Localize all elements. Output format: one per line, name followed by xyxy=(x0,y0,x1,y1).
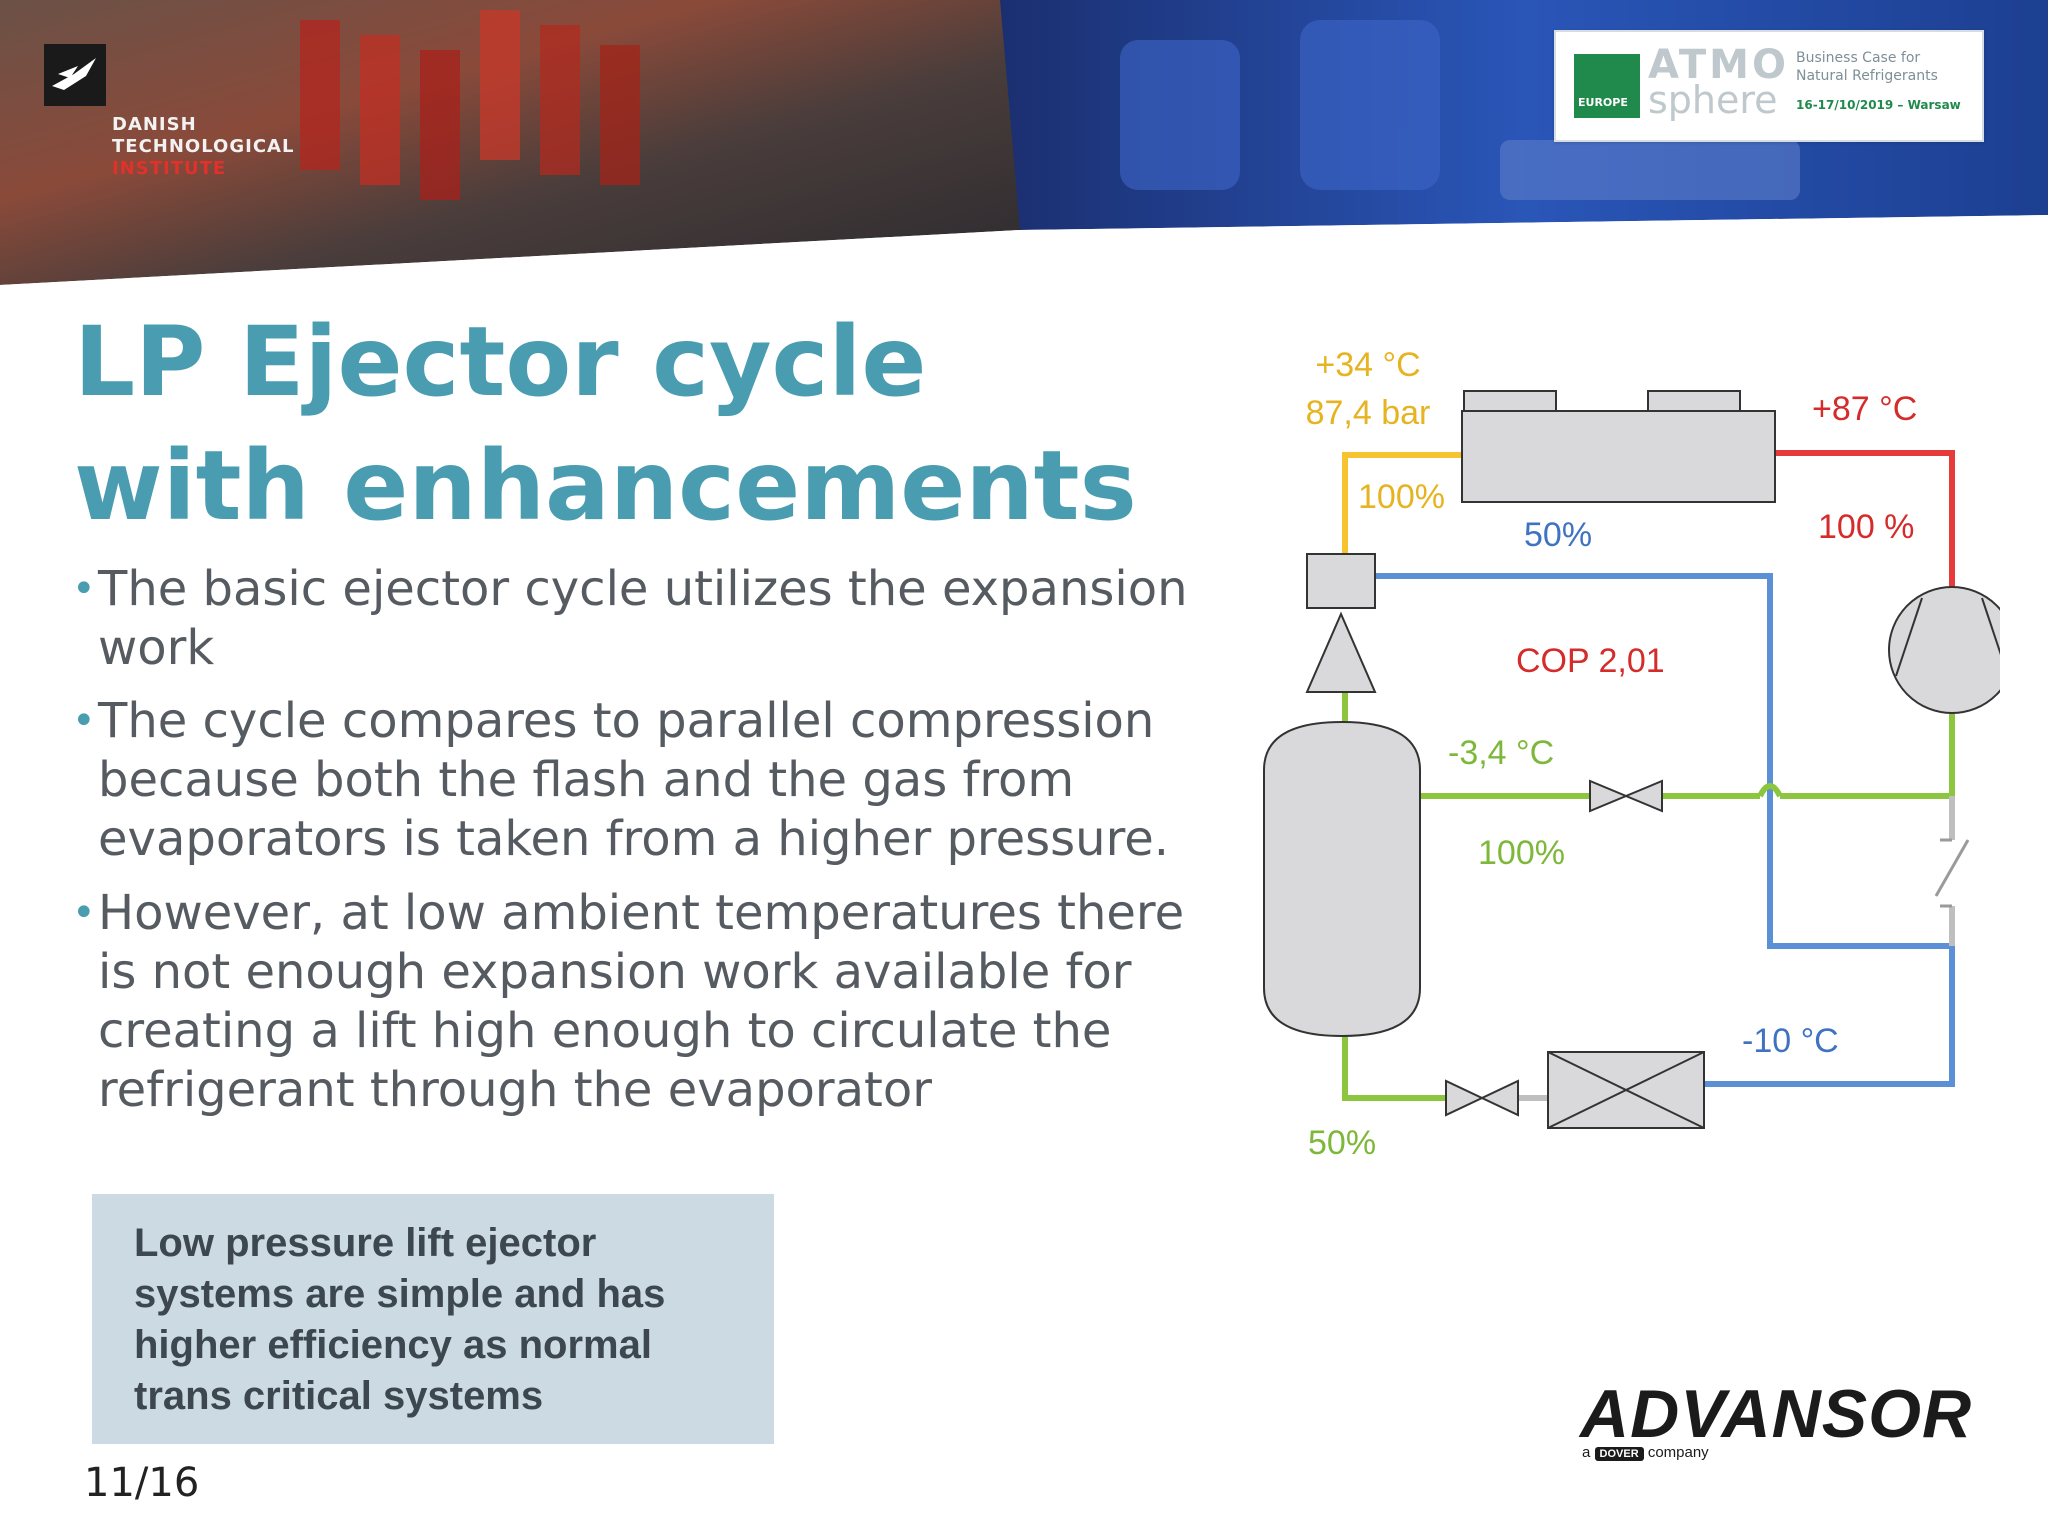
dti-logo: DANISH TECHNOLOGICAL INSTITUTE xyxy=(44,44,294,184)
label-ejector-inlet-flow: 100% xyxy=(1358,478,1445,516)
label-cop: COP 2,01 xyxy=(1516,642,1665,680)
flash-gas-valve-icon xyxy=(1589,779,1663,813)
bullet-item: • The cycle compares to parallel compres… xyxy=(72,692,1192,869)
event-tagline-2: Natural Refrigerants xyxy=(1796,68,1938,84)
pipe-crossover xyxy=(1757,783,1783,798)
pipe-compressor-suction xyxy=(1780,713,1955,799)
event-date: 16-17/10/2019 – Warsaw xyxy=(1796,98,1961,112)
receiver-tank xyxy=(1263,720,1421,1038)
label-receiver-temp: -3,4 °C xyxy=(1448,734,1554,772)
callout-text: Low pressure lift ejector systems are si… xyxy=(134,1221,666,1418)
pipe-suction xyxy=(1374,573,1955,1087)
event-word-top: ATMO xyxy=(1648,42,1789,88)
pipe-discharge xyxy=(1775,450,1955,590)
slide-title: LP Ejector cycle with enhancements xyxy=(74,306,1137,542)
brand-sub: a DOVER company xyxy=(1582,1444,1709,1461)
page-number: 11/16 xyxy=(84,1460,200,1506)
event-badge: EUROPE ATMO sphere Business Case for Nat… xyxy=(1554,30,1984,142)
label-gas-cooler-temp: +34 °C xyxy=(1315,346,1420,384)
brand-sub-suffix: company xyxy=(1647,1444,1709,1461)
pipe-high-pressure xyxy=(1342,452,1462,554)
label-discharge-flow: 100 % xyxy=(1818,508,1914,546)
expansion-valve-icon xyxy=(1445,1079,1519,1117)
label-liquid-flow: 50% xyxy=(1308,1124,1376,1162)
brand-badge: DOVER xyxy=(1594,1447,1644,1461)
evaporator xyxy=(1547,1051,1705,1129)
bullet-text: The cycle compares to parallel compressi… xyxy=(98,693,1170,867)
dti-bird-icon xyxy=(44,44,106,106)
label-gas-cooler-pressure: 87,4 bar xyxy=(1306,394,1431,432)
gas-cooler xyxy=(1461,390,1776,503)
dti-name-line3: INSTITUTE xyxy=(112,158,227,179)
brand-name: ADVANSOR xyxy=(1580,1376,1973,1452)
event-tagline-1: Business Case for xyxy=(1796,50,1921,66)
check-valve-icon xyxy=(1934,838,1970,908)
dti-name-line2: TECHNOLOGICAL xyxy=(112,136,295,157)
event-region: EUROPE xyxy=(1578,96,1628,109)
event-mark xyxy=(1574,54,1640,118)
pipe-liquid xyxy=(1342,1034,1446,1101)
event-word-bottom: sphere xyxy=(1648,78,1778,122)
bullet-dot-icon: • xyxy=(72,890,96,936)
bullet-text: The basic ejector cycle utilizes the exp… xyxy=(98,561,1188,676)
ejector-cycle-diagram: +34 °C 87,4 bar 100% +87 °C 100 % 50% CO… xyxy=(1263,346,2000,1162)
ejector xyxy=(1305,553,1377,693)
bullet-item: • However, at low ambient temperatures t… xyxy=(72,884,1192,1120)
compressor-icon xyxy=(1888,586,2000,714)
bullet-text: However, at low ambient temperatures the… xyxy=(98,885,1185,1118)
advansor-logo: ADVANSOR a DOVER company xyxy=(1580,1374,1971,1464)
bullet-dot-icon: • xyxy=(72,566,96,612)
callout-box: Low pressure lift ejector systems are si… xyxy=(92,1194,774,1444)
label-evaporator-temp: -10 °C xyxy=(1742,1022,1839,1060)
label-flash-gas-flow: 100% xyxy=(1478,834,1565,872)
brand-sub-prefix: a xyxy=(1582,1444,1591,1461)
bullet-dot-icon: • xyxy=(72,698,96,744)
dti-name-line1: DANISH xyxy=(112,114,197,135)
label-discharge-temp: +87 °C xyxy=(1812,390,1917,428)
bullet-item: • The basic ejector cycle utilizes the e… xyxy=(72,560,1192,678)
label-suction-flow: 50% xyxy=(1524,516,1592,554)
